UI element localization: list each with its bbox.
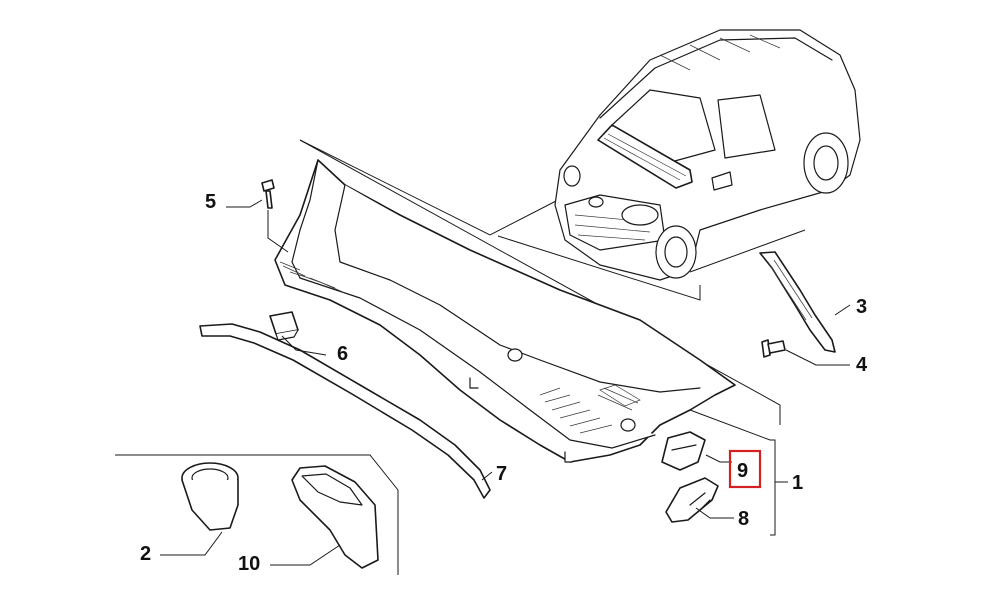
van-illustration xyxy=(554,29,861,281)
callout-10: 10 xyxy=(238,553,260,575)
callout-8: 8 xyxy=(738,508,749,530)
callout-1: 1 xyxy=(792,472,803,494)
callout-6: 6 xyxy=(337,343,348,365)
leader-lines xyxy=(160,199,851,566)
callout-2: 2 xyxy=(140,543,151,565)
drain-duct xyxy=(291,465,379,569)
cowl-panel xyxy=(274,159,736,463)
clip-part-highlighted xyxy=(661,431,706,471)
screw-part xyxy=(261,179,275,209)
callout-7: 7 xyxy=(496,463,507,485)
diagram-frame-lines xyxy=(115,139,806,575)
highlight-box xyxy=(728,449,762,489)
callout-9: 9 xyxy=(737,460,748,482)
seal-strip xyxy=(199,323,491,499)
clip-part xyxy=(269,311,299,341)
plug-part xyxy=(761,339,786,358)
funnel-grommet xyxy=(181,462,239,531)
callout-3: 3 xyxy=(856,296,867,318)
callout-4: 4 xyxy=(856,354,868,376)
holder-part xyxy=(665,477,719,523)
bracket-part xyxy=(759,251,836,353)
callout-5: 5 xyxy=(205,191,216,213)
